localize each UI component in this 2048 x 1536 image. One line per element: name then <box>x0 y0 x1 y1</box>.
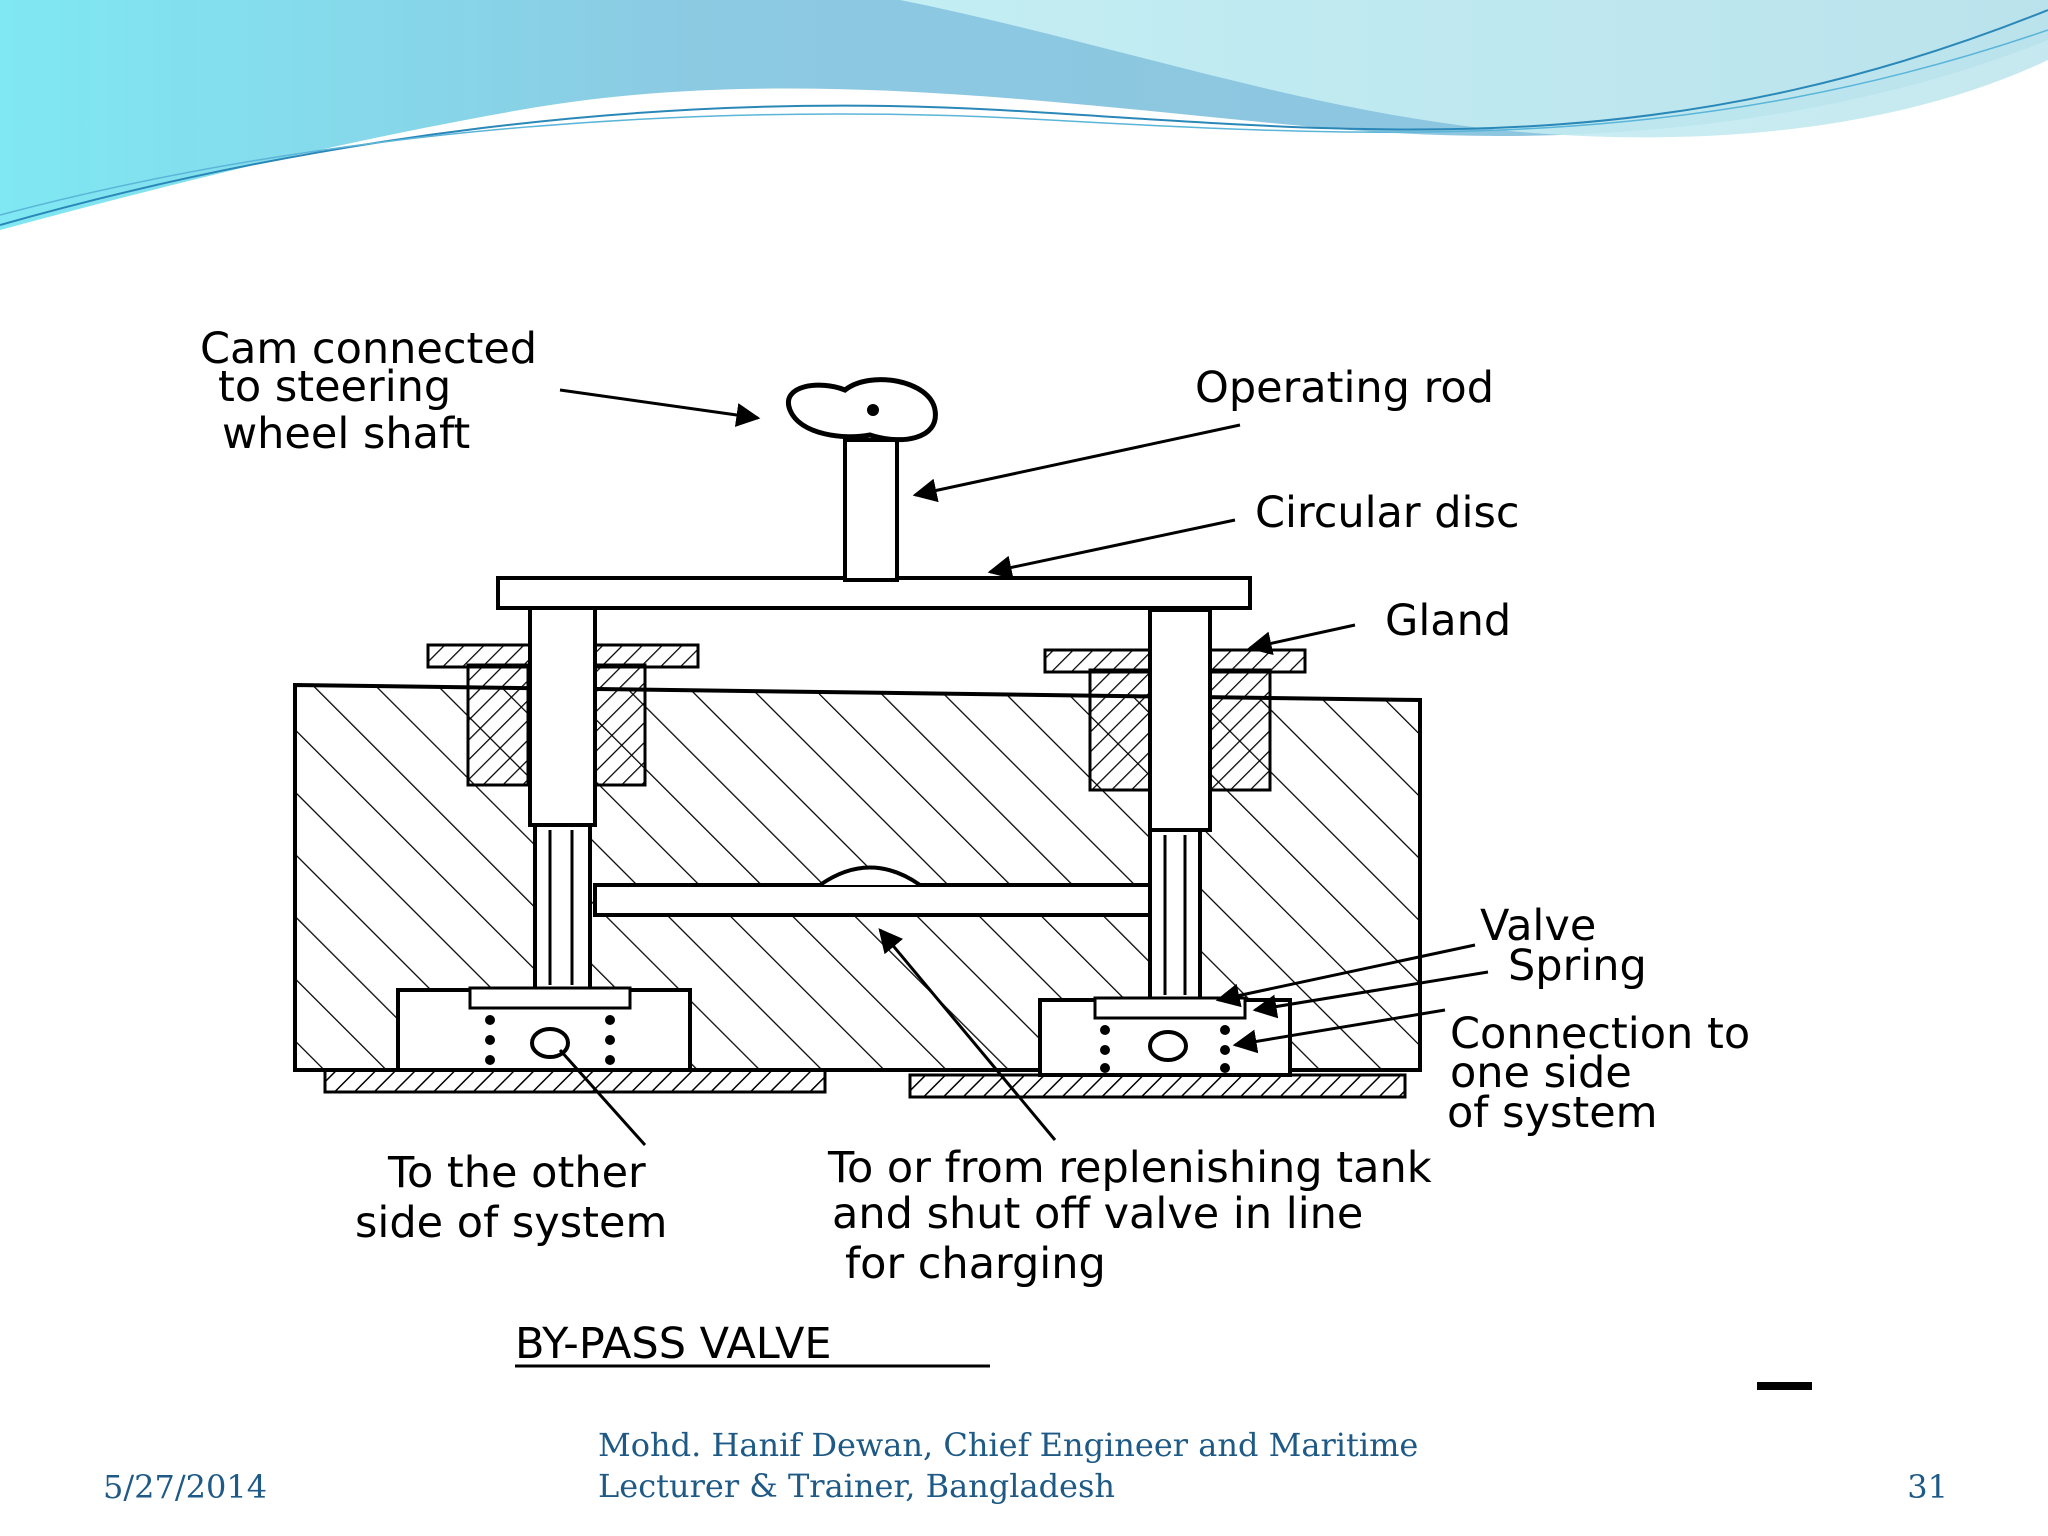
valve-stem-left <box>528 603 597 992</box>
circular-disc <box>496 576 1252 610</box>
label-connection: Connection to one side of system <box>1447 1009 1750 1138</box>
small-mark <box>1757 1382 1812 1390</box>
label-replenishing-line3: for charging <box>845 1239 1106 1289</box>
valve-chamber-right <box>1038 996 1292 1077</box>
label-other-side-line1: To the other <box>387 1148 646 1198</box>
label-connection-line1: Connection to <box>1450 1009 1750 1059</box>
leader-lines <box>558 388 1489 1147</box>
label-other-side-line2: side of system <box>355 1198 667 1248</box>
label-operating-rod: Operating rod <box>1195 363 1494 413</box>
label-cam-line2: to steering <box>218 362 451 412</box>
base-plate-right <box>908 1073 1407 1099</box>
label-connection-line2: one side <box>1450 1048 1632 1098</box>
label-spring: Spring <box>1508 941 1647 991</box>
label-valve: Valve <box>1480 901 1596 951</box>
label-replenishing: To or from replenishing tank and shut of… <box>827 1143 1432 1289</box>
diagram-title: BY-PASS VALVE <box>515 1319 832 1369</box>
label-connection-line3: of system <box>1447 1088 1658 1138</box>
footer-author-line1: Mohd. Hanif Dewan, Chief Engineer and Ma… <box>598 1426 1419 1464</box>
label-other-side: To the other side of system <box>355 1148 667 1248</box>
footer-author-line2: Lecturer & Trainer, Bangladesh <box>598 1467 1116 1505</box>
header-wave-banner <box>0 0 2048 230</box>
label-cam-line1: Cam connected <box>200 324 537 374</box>
operating-rod <box>843 438 899 582</box>
base-plate-left <box>323 1068 827 1094</box>
label-replenishing-line2: and shut off valve in line <box>832 1189 1363 1239</box>
label-circular-disc: Circular disc <box>1255 488 1520 538</box>
label-cam-line3: wheel shaft <box>222 409 470 459</box>
gland-right <box>1043 648 1307 792</box>
label-cam: Cam connected to steering wheel shaft <box>200 324 537 459</box>
valve-chamber-left <box>396 986 692 1072</box>
footer-date: 5/27/2014 <box>103 1468 268 1506</box>
footer-page-number: 31 <box>1907 1468 1948 1506</box>
cam <box>785 377 938 443</box>
label-replenishing-line1: To or from replenishing tank <box>827 1143 1432 1193</box>
footer-author: Mohd. Hanif Dewan, Chief Engineer and Ma… <box>598 1425 1418 1507</box>
valve-stem-right <box>1148 608 1212 1002</box>
label-gland: Gland <box>1385 596 1511 646</box>
